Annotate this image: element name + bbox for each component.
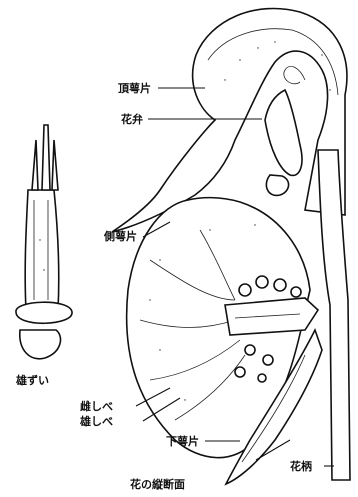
label-lower-sepal: 下萼片: [166, 434, 199, 448]
petal-drawing: [265, 90, 302, 195]
label-pistil: 雌しべ: [80, 399, 113, 413]
label-petal: 花弁: [121, 112, 143, 126]
label-dorsal-sepal: 頂萼片: [118, 81, 151, 95]
label-stamen-column: 雄ずい: [15, 373, 49, 387]
label-stamen: 雄しべ: [79, 414, 113, 428]
stamen-column-drawing: [16, 125, 72, 359]
dorsal-sepal-drawing: [112, 9, 347, 232]
label-pedicel: 花柄: [290, 459, 312, 473]
figure-caption: 花の縦断面: [130, 477, 185, 491]
label-lateral-sepal: 側萼片: [103, 229, 137, 243]
